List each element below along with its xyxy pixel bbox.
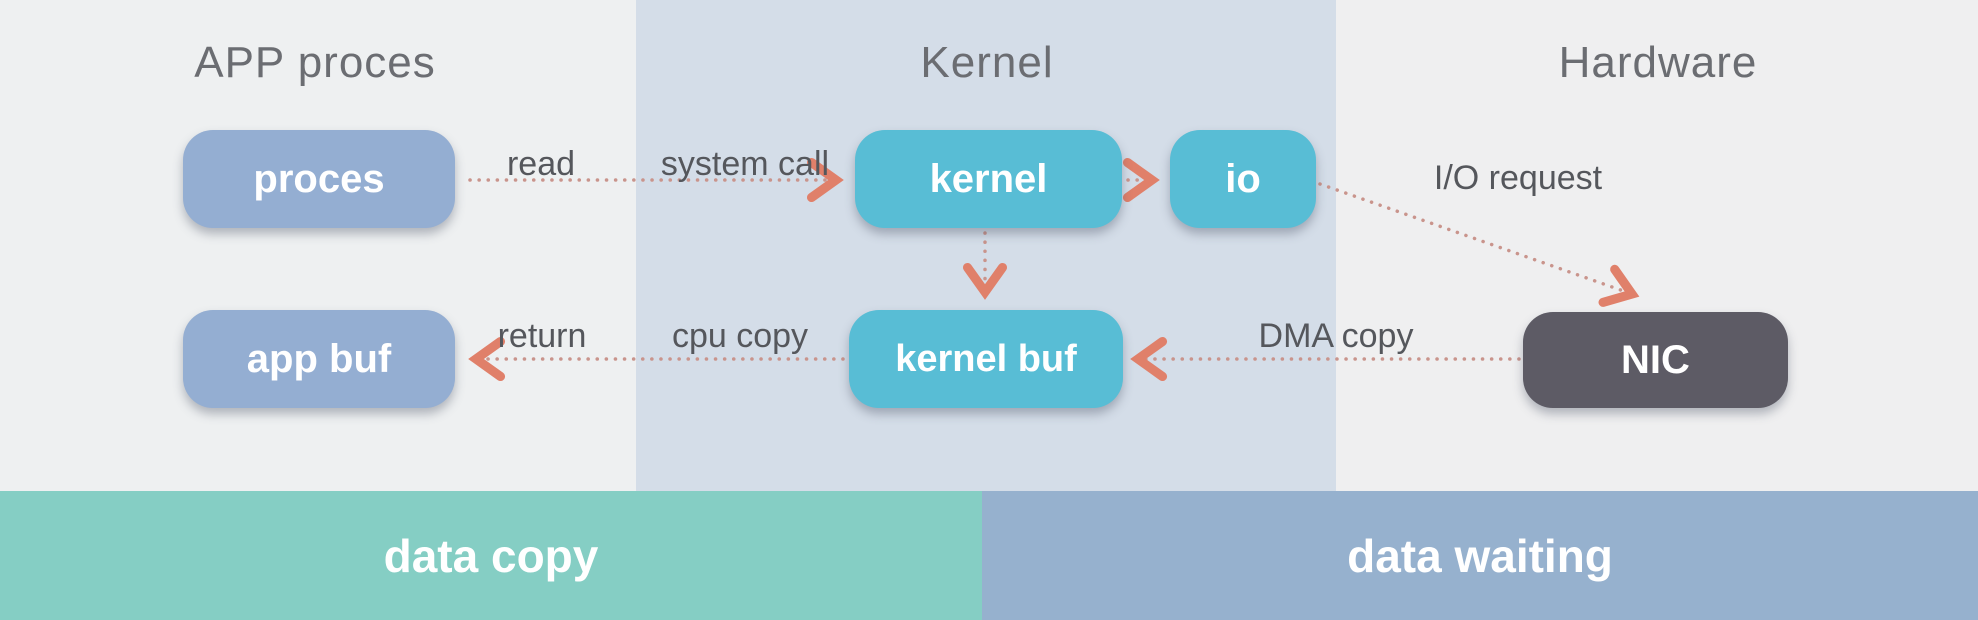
- edge-label-io-request: I/O request: [1433, 159, 1603, 197]
- node-io: io: [1170, 130, 1316, 228]
- column-title-app: APP proces: [194, 38, 436, 87]
- node-app-buf: app buf: [183, 310, 455, 408]
- phase-bar-data-waiting-label: data waiting: [1347, 529, 1613, 582]
- edge-label-system-call: system call: [660, 145, 830, 183]
- column-title-hardware: Hardware: [1558, 38, 1758, 87]
- phase-bar-data-copy-label: data copy: [383, 529, 599, 582]
- edge-label-return: return: [497, 317, 587, 355]
- node-kernel-buf: kernel buf: [849, 310, 1123, 408]
- node-kernel: kernel: [855, 130, 1122, 228]
- node-nic: NIC: [1523, 312, 1788, 408]
- edge-label-cpu-copy: cpu copy: [671, 317, 809, 355]
- column-title-kernel: Kernel: [920, 38, 1054, 87]
- phase-bar-data-waiting: data waiting: [982, 491, 1978, 620]
- column-app-process: [0, 0, 636, 491]
- phase-bar-data-copy: data copy: [0, 491, 982, 620]
- edge-label-read: read: [506, 145, 576, 183]
- edge-label-dma-copy: DMA copy: [1258, 317, 1414, 355]
- node-proces: proces: [183, 130, 455, 228]
